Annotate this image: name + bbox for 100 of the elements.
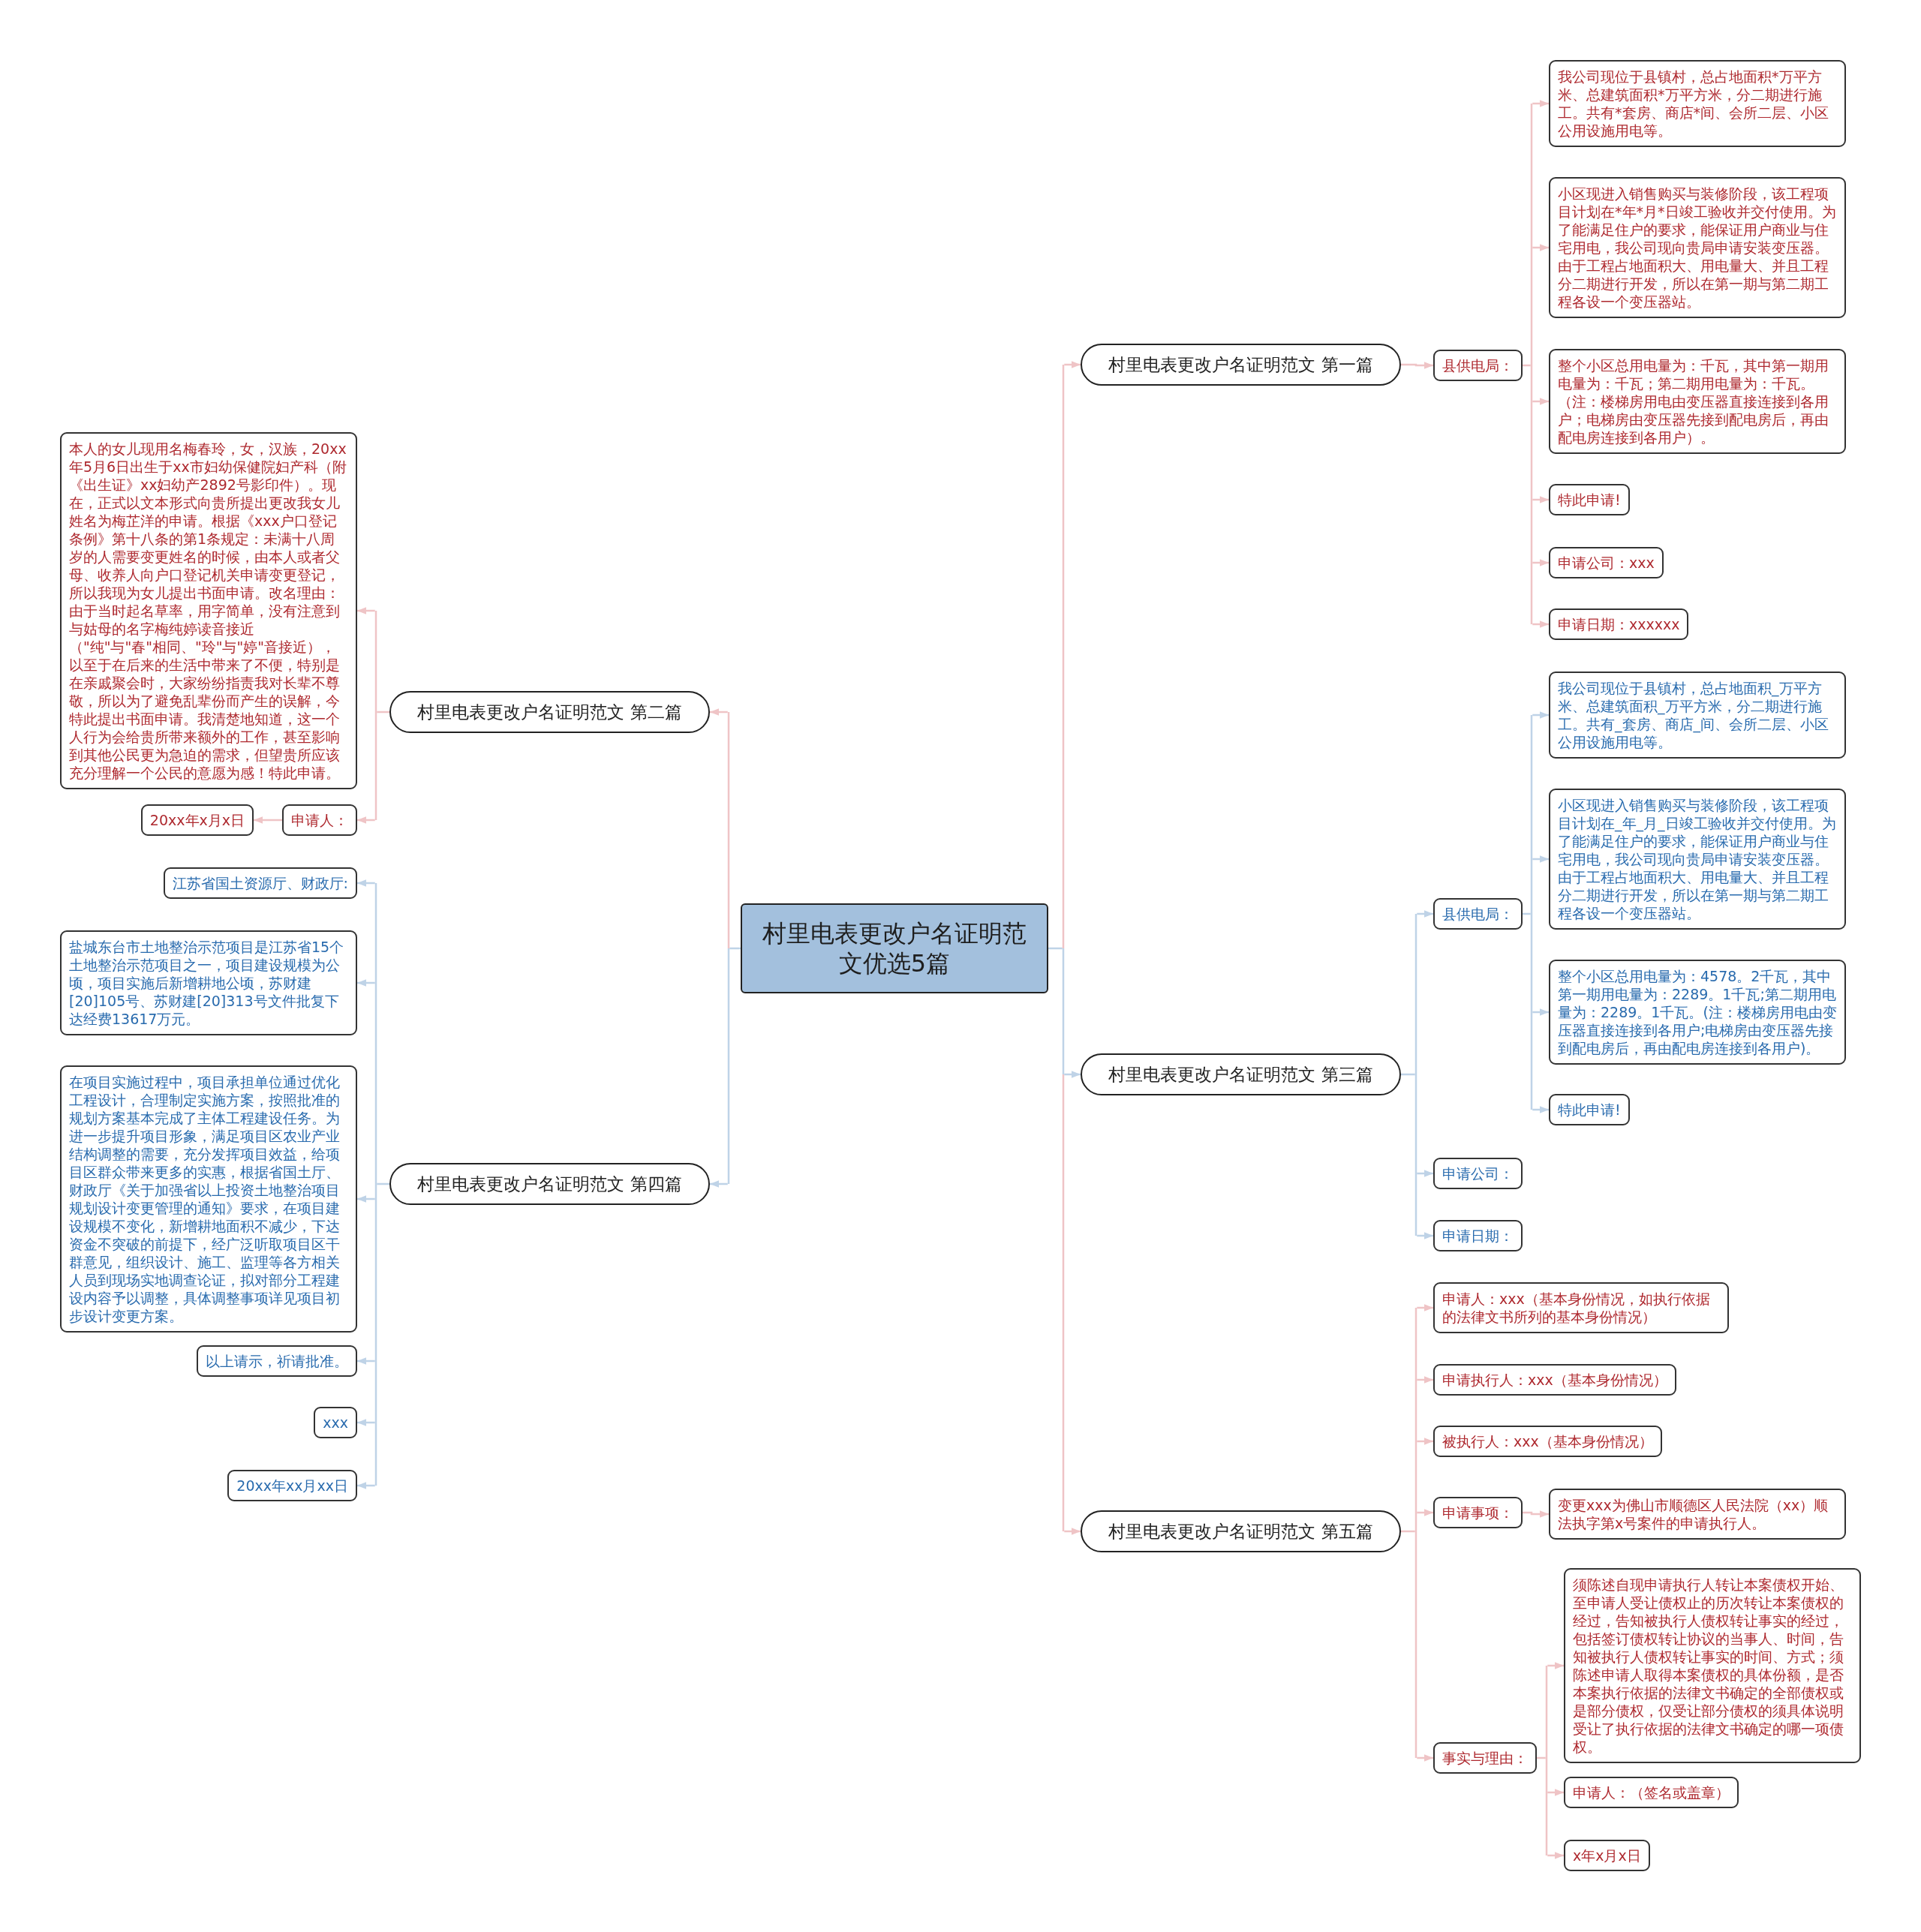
subtopic-box: 盐城东台市土地整治示范项目是江苏省15个土地整治示范项目之一，项目建设规模为公顷，项目实施后新增耕地公顷，苏财建[20]105号、苏财建[20]313号文件批复下达经费13617万元。	[60, 930, 357, 1035]
subtopic-box: 整个小区总用电量为：千瓦，其中第一期用电量为：千瓦；第二期用电量为：千瓦。（注：楼梯房用电由变压器直接连接到各用户；电梯房由变压器先接到配电房后，再由配电房连接到各用户）。	[1549, 349, 1846, 454]
subtopic-box: 20xx年x月x日	[140, 804, 254, 836]
connector-line	[374, 1423, 377, 1486]
connector-line	[1545, 1666, 1548, 1758]
subtopic-box: 申请日期：xxxxxx	[1549, 608, 1689, 640]
connector-arrow	[1532, 100, 1549, 107]
connector-line	[1414, 1074, 1417, 1173]
subtopic-box: x年x月x日	[1564, 1840, 1650, 1871]
connector-arrow	[1547, 1852, 1564, 1859]
connector-arrow	[1532, 1106, 1549, 1113]
connector-arrow	[1547, 1662, 1564, 1669]
connector-line	[1530, 365, 1533, 401]
subtopic-box: 小区现进入销售购买与装修阶段，该工程项目计划在*年*月*日竣工验收并交付使用。为了能满足住户的要求，能保证用户商业与住宅用电，我公司现向贵局申请安装变压器。由于工程占地面积大、用电量大、并且工程分二期进行开发，所以在第一期与第二期工程各设一个变压器站。	[1549, 177, 1846, 318]
connector-line	[727, 948, 730, 1184]
connector-arrow	[357, 1357, 375, 1365]
subtopic-box: 我公司现位于县镇村，总占地面积*万平方米、总建筑面积*万平方米，分二期进行施工。共有*套房、商店*间、会所二层、小区公用设施用电等。	[1549, 60, 1846, 147]
subtopic-box: 申请执行人：xxx（基本身份情况）	[1433, 1364, 1676, 1396]
connector-line	[374, 983, 377, 1184]
topic-box: 村里电表更改户名证明范文 第二篇	[389, 691, 710, 733]
connector-arrow	[1401, 362, 1433, 369]
connector-line	[374, 1199, 377, 1361]
subtopic-box: 申请人：xxx（基本身份情况，如执行依据的法律文书所列的基本身份情况）	[1433, 1282, 1729, 1333]
subtopic-box: 县供电局：	[1433, 350, 1523, 381]
connector-line	[1530, 914, 1533, 1012]
subtopic-box: 须陈述自现申请执行人转让本案债权开始、至申请人受让债权止的历次转让本案债权的经过，告知被执行人债权转让事实的经过，包括签订债权转让协议的当事人、时间，告知被执行人债权转让事实的时间、方式；须陈述申请人取得本案债权的具体份额，是否本案执行依据的法律文书确定的全部债权或是部分债权，仅受让部分债权的须具体说明受让了执行依据的法律文书确定的哪一项债权。	[1564, 1568, 1861, 1763]
topic-box: 村里电表更改户名证明范文 第四篇	[389, 1163, 710, 1205]
subtopic-box: 江苏省国土资源厅、财政厅:	[163, 867, 357, 899]
connector-line	[1530, 248, 1533, 365]
topic-box: 村里电表更改户名证明范文 第五篇	[1081, 1510, 1401, 1552]
connector-line	[1530, 859, 1533, 914]
connector-line	[1530, 500, 1533, 563]
connector-line	[374, 611, 377, 712]
connector-arrow	[357, 1419, 375, 1426]
connector-line	[374, 712, 377, 820]
subtopic-box: 申请公司：xxx	[1549, 547, 1664, 578]
connector-line	[1414, 1513, 1417, 1531]
connector-arrow	[1064, 1071, 1081, 1078]
subtopic-box: 被执行人：xxx（基本身份情况）	[1433, 1426, 1662, 1457]
subtopic-box: 县供电局：	[1433, 898, 1523, 930]
connector-arrow	[357, 979, 375, 987]
subtopic-box: 申请日期：	[1433, 1220, 1523, 1251]
connector-line	[1401, 1073, 1415, 1076]
subtopic-box: 申请人：	[282, 804, 357, 836]
connector-line	[1048, 947, 1063, 950]
connector-line	[1530, 1012, 1533, 1110]
connector-line	[1530, 563, 1533, 624]
connector-arrow	[1064, 361, 1081, 368]
connector-arrow	[1532, 711, 1549, 719]
connector-line	[1414, 1173, 1417, 1236]
subtopic-box: 在项目实施过程中，项目承担单位通过优化工程设计，合理制定实施方案，按照批准的规划方案基本完成了主体工程建设任务。为进一步提升项目形象，满足项目区农业产业结构调整的需要，充分发挥项目效益，给项目区群众带来更多的实惠，根据省国土厅、财政厅《关于加强省以上投资土地整治项目规划设计变更管理的通知》要求，在项目建设规模不变化，新增耕地面积不减少，下达资金不突破的前提下，经广泛听取项目区干群意见，组织设计、施工、监理等各方相关人员到现场实地调查论证，拟对部分工程建设内容予以调整，具体调整事项详见项目初步设计变更方案。	[60, 1065, 357, 1333]
connector-arrow	[1532, 398, 1549, 405]
subtopic-box: 事实与理由：	[1433, 1742, 1537, 1774]
connector-line	[1062, 365, 1065, 948]
connector-line	[1414, 1531, 1417, 1758]
connector-arrow	[1417, 1438, 1433, 1445]
connector-arrow	[1417, 910, 1433, 918]
connector-arrow	[1532, 559, 1549, 566]
connector-line	[374, 1361, 377, 1423]
subtopic-box: 申请人：（签名或盖章）	[1564, 1777, 1739, 1808]
subtopic-box: 申请事项：	[1433, 1497, 1523, 1528]
connector-arrow	[1064, 1528, 1081, 1535]
connector-arrow	[1532, 1008, 1549, 1016]
connector-arrow	[1417, 1304, 1433, 1312]
connector-line	[1414, 1308, 1417, 1380]
connector-arrow	[1417, 1376, 1433, 1384]
subtopic-box: 小区现进入销售购买与装修阶段，该工程项目计划在_年_月_日竣工验收并交付使用。为了能满足住户的要求，能保证用户商业与住宅用电，我公司现向贵局申请安装变压器。由于工程占地面积大、用电量大、并且工程分二期进行开发，所以在第一期与第二期工程各设一个变压器站。	[1549, 789, 1846, 930]
subtopic-box: 特此申请!	[1549, 484, 1630, 515]
connector-arrow	[357, 879, 375, 887]
connector-line	[374, 883, 377, 983]
connector-arrow	[1532, 244, 1549, 251]
connector-arrow	[357, 607, 375, 614]
subtopic-box: 整个小区总用电量为：4578。2千瓦，其中第一期用电量为：2289。1千瓦;第二期用电量为：2289。1千瓦。(注：楼梯房用电由变压器直接连接到各用户;电梯房由变压器先接到配电房后，再由配电房连接到各用户)。	[1549, 960, 1846, 1065]
connector-arrow	[254, 816, 282, 824]
connector-arrow	[1417, 1509, 1433, 1516]
subtopic-box: 以上请示，祈请批准。	[197, 1345, 357, 1377]
connector-line	[1530, 715, 1533, 859]
connector-line	[1401, 1530, 1415, 1533]
central-topic-box: 村里电表更改户名证明范文优选5篇	[741, 903, 1048, 993]
connector-arrow	[710, 1180, 728, 1188]
subtopic-box: 变更xxx为佛山市顺德区人民法院（xx）顺法执字第x号案件的申请执行人。	[1549, 1489, 1846, 1540]
connector-arrow	[357, 816, 375, 824]
connector-arrow	[1417, 1232, 1433, 1239]
subtopic-box: 申请公司：	[1433, 1158, 1523, 1189]
connector-line	[1545, 1792, 1548, 1855]
connector-arrow	[1532, 620, 1549, 628]
connector-line	[727, 712, 730, 948]
connector-arrow	[710, 708, 728, 716]
connector-line	[1414, 1380, 1417, 1441]
connector-line	[1414, 1441, 1417, 1513]
connector-arrow	[357, 1195, 375, 1203]
connector-line	[1062, 1074, 1065, 1531]
connector-arrow	[1532, 496, 1549, 503]
subtopic-box: 特此申请!	[1549, 1094, 1630, 1125]
subtopic-box: 20xx年xx月xx日	[227, 1470, 357, 1501]
connector-arrow	[1417, 1754, 1433, 1762]
connector-arrow	[1532, 855, 1549, 863]
connector-arrow	[1523, 1510, 1549, 1518]
subtopic-box: 我公司现位于县镇村，总占地面积_万平方米、总建筑面积_万平方米，分二期进行施工。共有_套房、商店_间、会所二层、小区公用设施用电等。	[1549, 672, 1846, 759]
subtopic-box: xxx	[314, 1407, 357, 1438]
